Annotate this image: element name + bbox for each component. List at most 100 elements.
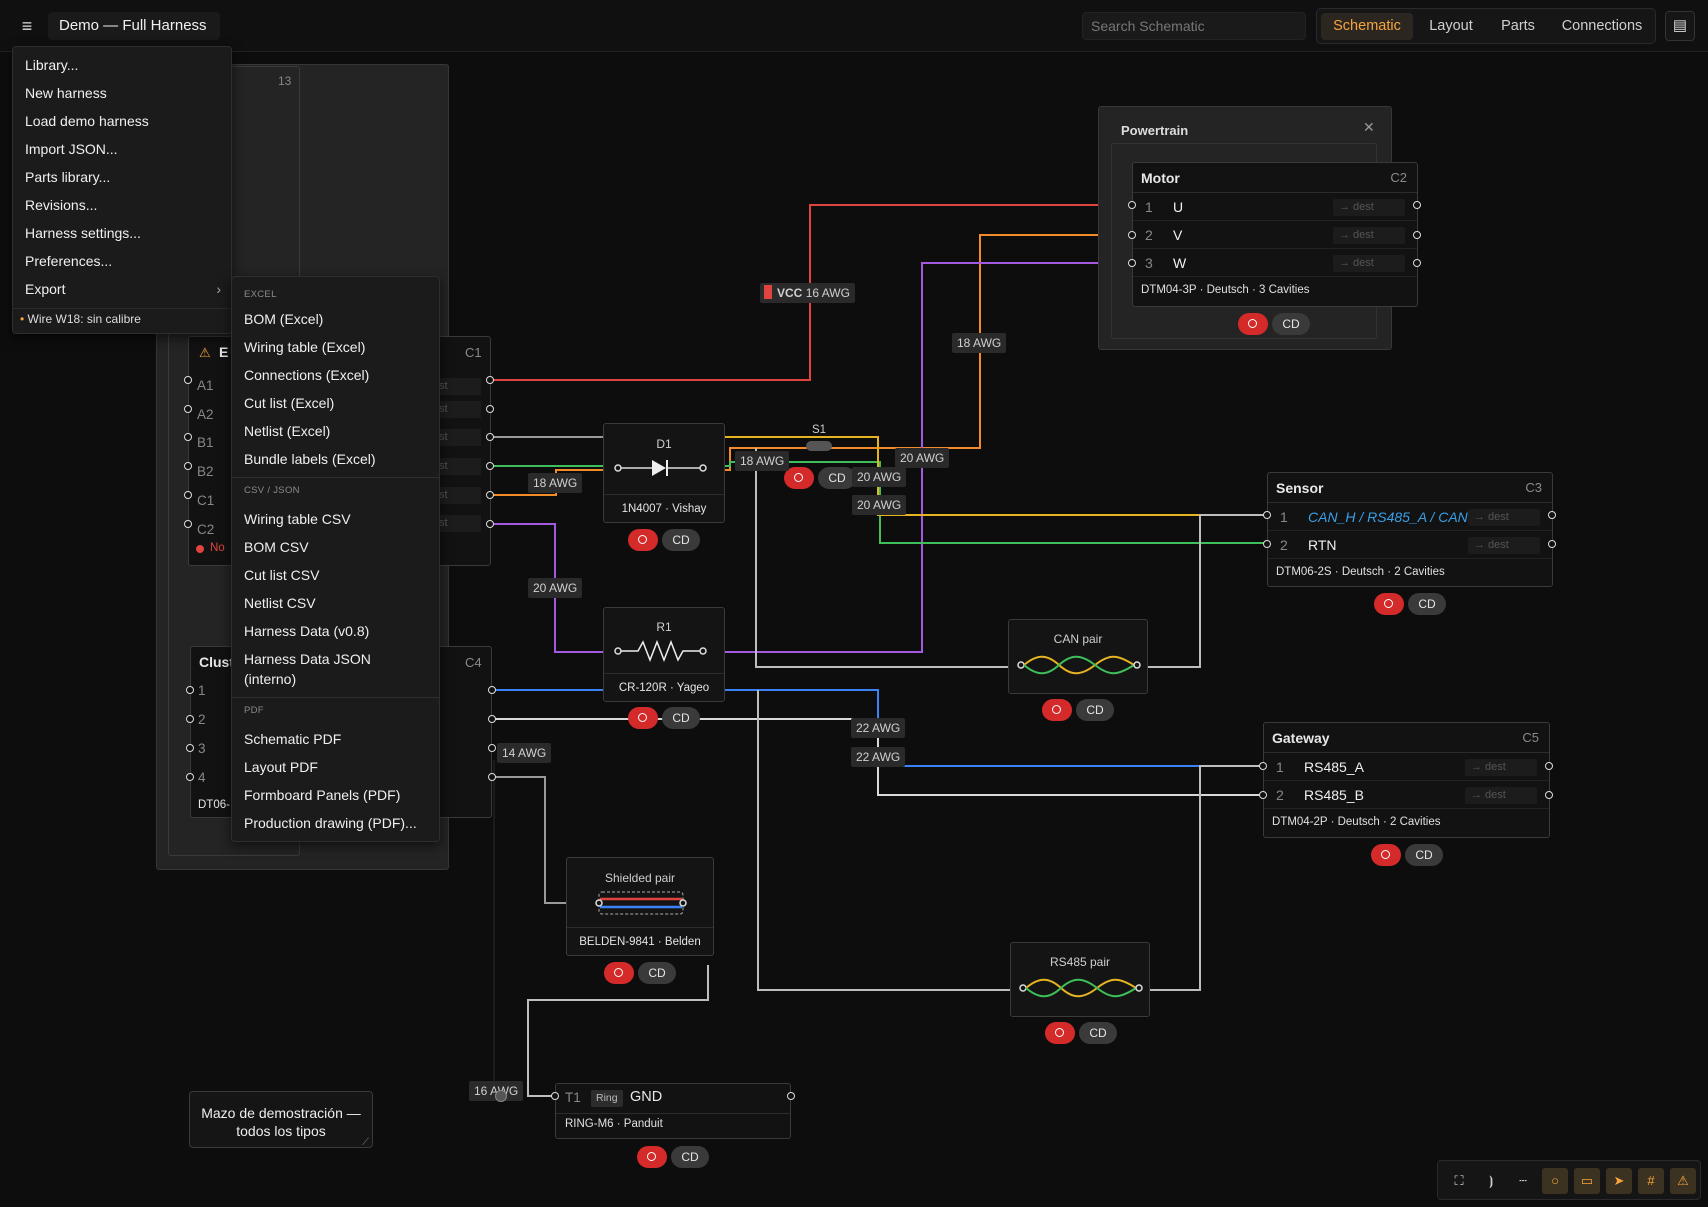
wire-label-vcc[interactable]: VCC 16 AWG (760, 283, 855, 303)
pin-dot[interactable] (186, 715, 194, 723)
dest-field[interactable]: → dest (1465, 787, 1537, 804)
cd-badge[interactable]: CD (662, 529, 700, 551)
pin-dot[interactable] (488, 773, 496, 781)
pin-dot[interactable] (1413, 259, 1421, 267)
export-bom-csv[interactable]: BOM CSV (244, 539, 309, 555)
pin-dot[interactable] (184, 376, 192, 384)
wire-gauge-label[interactable]: 20 AWG (852, 495, 907, 515)
cd-badge[interactable]: CD (1405, 844, 1443, 866)
export-layout-pdf[interactable]: Layout PDF (244, 759, 318, 775)
menu-item-import-json[interactable]: Import JSON... (25, 141, 118, 157)
pin-dot[interactable] (1128, 201, 1136, 209)
pin-dot[interactable] (488, 715, 496, 723)
pin-dot[interactable] (1128, 259, 1136, 267)
pin-dot[interactable] (1259, 762, 1267, 770)
pin-dot[interactable] (1263, 540, 1271, 548)
menu-item-load-demo[interactable]: Load demo harness (25, 113, 149, 129)
component-rs485-pair[interactable]: RS485 pair (1010, 942, 1150, 1017)
export-harness-data-json[interactable]: Harness Data JSON (interno) (244, 651, 371, 687)
export-schematic-pdf[interactable]: Schematic PDF (244, 731, 342, 747)
export-bom-excel[interactable]: BOM (Excel) (244, 311, 324, 327)
dest-field[interactable]: → dest (1468, 537, 1540, 554)
wire-rs485-gray[interactable] (757, 690, 1263, 991)
export-connections-excel[interactable]: Connections (Excel) (244, 367, 370, 383)
wire-gauge-label[interactable]: 18 AWG (528, 473, 583, 493)
record-icon[interactable] (628, 529, 658, 551)
record-icon[interactable] (628, 707, 658, 729)
fit-view-icon[interactable]: ⛶ (1454, 1173, 1464, 1188)
menu-item-parts-library[interactable]: Parts library... (25, 169, 111, 185)
dest-field[interactable]: → dest (1333, 199, 1405, 216)
wire-gauge-label[interactable]: 14 AWG (497, 743, 552, 763)
wire-gnd[interactable] (527, 965, 709, 1097)
cd-badge[interactable]: CD (1408, 593, 1446, 615)
dest-field[interactable]: st (439, 429, 481, 447)
dest-field[interactable]: → dest (1333, 255, 1405, 272)
canvas-note[interactable]: Mazo de demostración — todos los tipos (189, 1091, 373, 1148)
pin-dot[interactable] (184, 462, 192, 470)
wire-gauge-label[interactable]: 20 AWG (528, 578, 583, 598)
rectangle-toggle-icon[interactable]: ▭ (1574, 1168, 1600, 1194)
search-input[interactable]: Search Schematic (1082, 12, 1306, 40)
pin-dot[interactable] (1548, 540, 1556, 548)
pin-dot[interactable] (184, 491, 192, 499)
wire-motor-w[interactable] (490, 262, 1132, 653)
pin-dot[interactable] (184, 433, 192, 441)
cd-badge[interactable]: CD (1079, 1022, 1117, 1044)
pin-dot[interactable] (488, 744, 496, 752)
cd-badge[interactable]: CD (1076, 699, 1114, 721)
resize-handle-icon[interactable]: ⟋ (362, 1137, 369, 1148)
pin-dot[interactable] (1263, 511, 1271, 519)
pin-dot[interactable] (186, 686, 194, 694)
cd-badge[interactable]: CD (671, 1146, 709, 1168)
hamburger-menu-icon[interactable]: ≡ (21, 16, 33, 36)
wire-gauge-label[interactable]: 18 AWG (952, 333, 1007, 353)
pin-dot[interactable] (551, 1092, 559, 1100)
tab-schematic[interactable]: Schematic (1321, 13, 1413, 40)
dashed-line-icon[interactable]: ┄ (1519, 1173, 1527, 1188)
dest-field[interactable]: st (439, 515, 481, 533)
component-can-pair[interactable]: CAN pair (1008, 619, 1148, 694)
splice-node[interactable] (806, 441, 832, 451)
export-bundle-labels-excel[interactable]: Bundle labels (Excel) (244, 451, 376, 467)
component-diode[interactable]: D1 1N4007 · Vishay (603, 423, 725, 523)
dest-field[interactable]: → dest (1333, 227, 1405, 244)
record-icon[interactable] (1042, 699, 1072, 721)
tab-parts[interactable]: Parts (1501, 18, 1535, 34)
cd-badge[interactable]: CD (818, 467, 856, 489)
pin-dot[interactable] (486, 405, 494, 413)
export-harness-data[interactable]: Harness Data (v0.8) (244, 623, 370, 639)
dest-field[interactable]: → dest (1465, 759, 1537, 776)
component-resistor[interactable]: R1 CR-120R · Yageo (603, 607, 725, 702)
arrow-toggle-icon[interactable]: ➤ (1606, 1168, 1632, 1194)
dest-field[interactable]: → dest (1468, 509, 1540, 526)
wire-gauge-label[interactable]: 18 AWG (735, 451, 790, 471)
export-formboard-pdf[interactable]: Formboard Panels (PDF) (244, 787, 401, 803)
panel-toggle-icon[interactable]: ▤ (1665, 11, 1695, 41)
terminal-t1[interactable]: T1 Ring GND RING-M6 · Panduit (555, 1083, 791, 1139)
pin-dot[interactable] (486, 491, 494, 499)
wire-gauge-label[interactable]: 22 AWG (851, 747, 906, 767)
record-icon[interactable] (604, 962, 634, 984)
menu-item-revisions[interactable]: Revisions... (25, 197, 98, 213)
export-netlist-csv[interactable]: Netlist CSV (244, 595, 316, 611)
wire-gauge-label[interactable]: 20 AWG (852, 467, 907, 487)
pin-dot[interactable] (486, 376, 494, 384)
record-icon[interactable] (1374, 593, 1404, 615)
pin-dot[interactable] (1413, 231, 1421, 239)
dest-field[interactable]: st (439, 458, 481, 476)
pin-dot[interactable] (184, 520, 192, 528)
pin-dot[interactable] (486, 433, 494, 441)
close-icon[interactable]: ✕ (1363, 119, 1375, 135)
cd-badge[interactable]: CD (638, 962, 676, 984)
